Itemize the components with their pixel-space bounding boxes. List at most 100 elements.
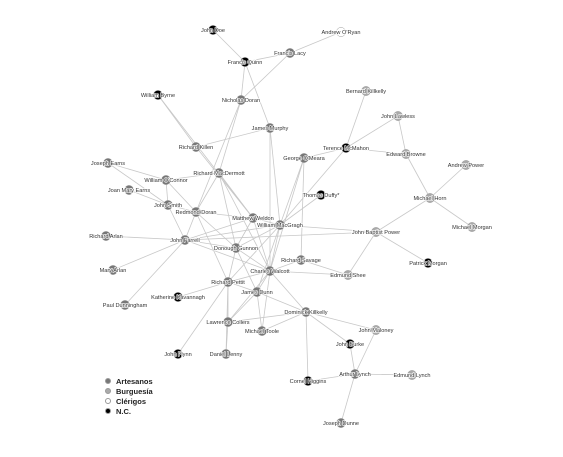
node-circle: [336, 27, 346, 37]
node-circle: [275, 220, 285, 230]
edge-john_lawless-edward_browne: [397, 115, 407, 155]
node-label: Cornel Higgins: [290, 379, 327, 385]
edge-nicholas_doran-redmond_doran: [195, 99, 242, 213]
edge-donough_gunnon-charles_walcott: [235, 247, 271, 272]
node-label: John Smith: [154, 203, 182, 209]
edge-richard_mcdermott-charles_walcott: [218, 172, 271, 272]
edge-james_dunn-lawrence_collers: [227, 291, 258, 323]
node-katherine-kavannagh: Katherine Kavannagh: [150, 292, 206, 302]
node-circle: [248, 213, 258, 223]
node-circle: [303, 376, 313, 386]
node-circle: [467, 222, 477, 232]
legend-dot-clerigos: [105, 398, 111, 404]
node-patrick-morgan: Patrick Morgan: [409, 258, 447, 268]
edge-richard_pettit-katherine_kavannagh: [177, 281, 229, 298]
node-mary-arlan: Mary Arlan: [99, 265, 127, 275]
node-circle: [257, 326, 267, 336]
edge-francis_lacy-francis_quinn: [244, 52, 291, 63]
node-thomas-duffy: Thomas Duffy*: [302, 190, 341, 200]
node-richard-arlan: Richard Arlan: [89, 231, 123, 241]
node-john-flynn: John Flynn: [164, 349, 192, 359]
node-circle: [103, 158, 113, 168]
node-label: George O'Meara: [283, 156, 325, 162]
node-john-lawless: John Lawless: [380, 111, 416, 121]
node-label: Joseph Earns: [91, 161, 125, 167]
legend-item-nc: N.C.: [105, 406, 153, 416]
node-circle: [345, 339, 355, 349]
node-label: Michael Horn: [414, 196, 447, 202]
node-andrew-power: Andrew Power: [447, 160, 485, 170]
edge-william_mcgragh-donough_gunnon: [235, 224, 281, 249]
node-label: James Dunn: [241, 290, 272, 296]
edge-john_farrell-charles_walcott: [184, 239, 271, 272]
node-circle: [371, 227, 381, 237]
edge-arthur_lynch-edmund_lynch: [354, 373, 413, 376]
node-circle: [163, 200, 173, 210]
edge-redmond_doran-matthew_weldon: [195, 211, 254, 219]
edge-joseph_earns-william_oconnor: [107, 162, 167, 181]
edge-richard_pettit-john_flynn: [177, 281, 229, 355]
node-circle: [423, 258, 433, 268]
node-circle: [425, 193, 435, 203]
node-circle: [361, 86, 371, 96]
node-joseph-dunne: Joseph Dunne: [322, 418, 360, 428]
edge-joseph_earns-john_smith: [107, 162, 169, 206]
node-richard-mcdermott: Richard MacDermott: [193, 168, 246, 178]
node-edmund-shee: Edmund Shee: [330, 270, 366, 280]
edge-richard_mcdermott-matthew_weldon: [218, 172, 254, 219]
edge-john_baptist_power-william_mcgragh: [279, 224, 377, 233]
edge-paul_dunningham-john_farrell: [124, 239, 186, 306]
node-circle: [265, 123, 275, 133]
edge-bernard_killkelly-terence_mcmahon: [345, 90, 367, 149]
node-circle: [223, 277, 233, 287]
node-circle: [301, 307, 311, 317]
node-label: William O'Connor: [144, 178, 187, 184]
edge-john_farrell-matthew_weldon: [184, 217, 254, 241]
node-label: John Maloney: [359, 328, 394, 334]
node-circle: [461, 160, 471, 170]
node-circle: [173, 349, 183, 359]
node-edmund-lynch: Edmund Lynch: [393, 370, 431, 380]
edge-william_oconnor-redmond_doran: [165, 179, 197, 213]
node-label: Edward Browne: [386, 152, 426, 158]
node-label: Andrew Power: [448, 163, 485, 169]
edge-mary_arlan-john_farrell: [112, 239, 186, 271]
node-circle: [240, 57, 250, 67]
edge-james_murphy-richard_killen: [195, 127, 271, 148]
node-label: Richard Arlan: [89, 234, 123, 240]
edge-dominick_killkelly-john_maloney: [305, 311, 377, 331]
node-label: Richard MacDermott: [193, 171, 245, 177]
edge-lawrence_collers-dominick_killkelly: [227, 311, 307, 323]
node-label: John Doe: [201, 28, 225, 34]
edge-nicholas_doran-richard_mcdermott: [218, 99, 242, 174]
node-circle: [124, 185, 134, 195]
edge-richard_mcdermott-redmond_doran: [195, 172, 220, 213]
edge-francis_lacy-andrew_oryan: [289, 31, 342, 54]
node-circle: [265, 266, 275, 276]
node-charles-walcott: Charles Walcott: [250, 266, 291, 276]
node-label: Matthew Weldon: [232, 216, 274, 222]
node-circle: [336, 418, 346, 428]
node-label: Paul Dunningham: [103, 303, 148, 309]
node-paul-dunningham: Paul Dunningham: [102, 300, 148, 310]
node-label: Patrick Morgan: [409, 261, 447, 267]
edge-redmond_doran-richard_pettit: [195, 211, 229, 283]
node-circle: [108, 265, 118, 275]
edge-john_doe-francis_quinn: [212, 29, 246, 63]
edge-james_murphy-william_mcgragh: [269, 127, 281, 226]
node-circle: [236, 95, 246, 105]
node-label: Daniel Lenny: [210, 352, 243, 358]
node-james-murphy: James Murphy: [251, 123, 289, 133]
edge-george_omeara-charles_walcott: [269, 157, 305, 272]
node-andrew-oryan: Andrew O'Ryan: [321, 27, 361, 37]
edge-richard_savage-edmund_shee: [300, 259, 349, 276]
node-circle: [221, 349, 231, 359]
node-circle: [316, 190, 326, 200]
node-edward-browne: Edward Browne: [386, 149, 426, 159]
node-circle: [214, 168, 224, 178]
node-michael-morgan: Michael Morgan: [452, 222, 492, 232]
node-daniel-lenny: Daniel Lenny: [209, 349, 243, 359]
node-circle: [299, 153, 309, 163]
edge-john_lawless-terence_mcmahon: [345, 115, 399, 149]
edge-richard_arlan-john_farrell: [105, 235, 186, 241]
